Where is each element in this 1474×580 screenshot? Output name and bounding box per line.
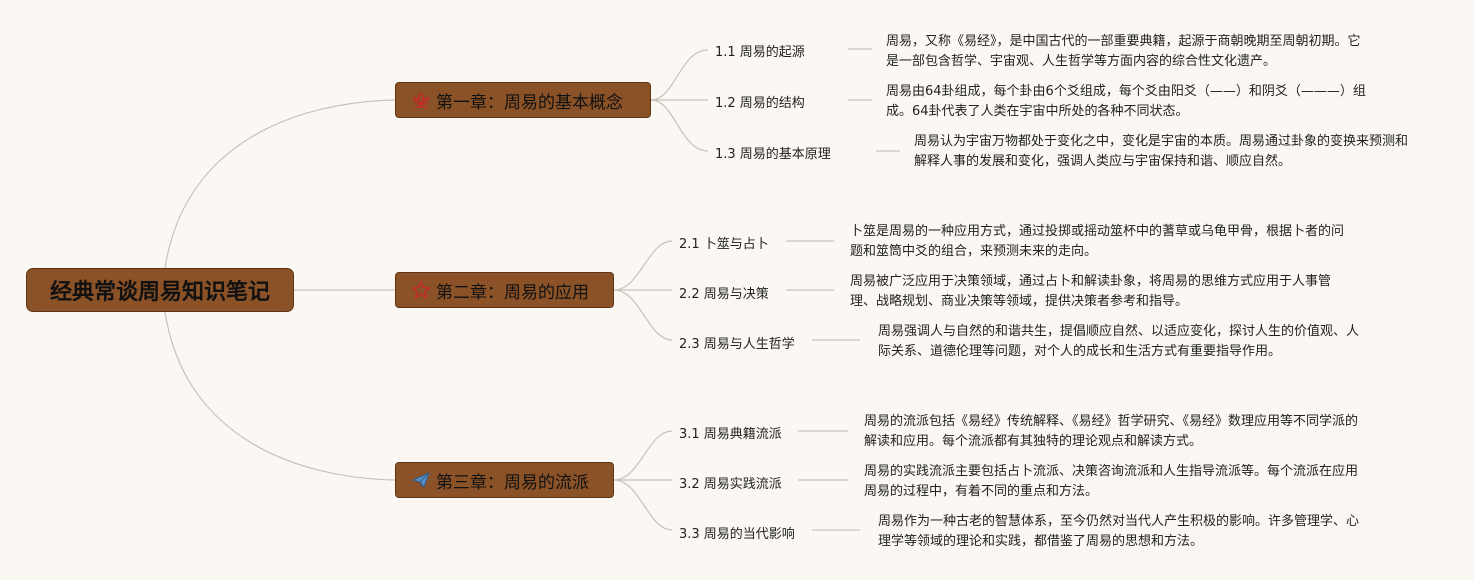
topic-3-1[interactable]: 3.1 周易典籍流派	[679, 427, 782, 442]
topic-1-3[interactable]: 1.3 周易的基本原理	[715, 147, 831, 162]
topic-2-1-description: 卜筮是周易的一种应用方式，通过投掷或摇动筮杯中的蓍草或乌龟甲骨，根据卜者的问题和…	[850, 224, 1345, 259]
topic-2-3-description: 周易强调人与自然的和谐共生，提倡顺应自然、以适应变化，探讨人生的价值观、人际关系…	[878, 324, 1360, 359]
connector-ch3-t3	[613, 479, 673, 531]
topic-1-1[interactable]: 1.1 周易的起源	[715, 45, 805, 60]
chapter-node-2[interactable]: 第二章：周易的应用	[395, 272, 614, 308]
paper-plane-icon	[410, 469, 432, 491]
connector-root-ch1	[164, 99, 396, 269]
topic-3-2-description: 周易的实践流派主要包括占卜流派、决策咨询流派和人生指导流派等。每个流派在应用周易…	[864, 464, 1359, 499]
connector-ch2-t1	[613, 240, 673, 291]
connector-ch1-t1	[650, 49, 709, 101]
topic-1-2[interactable]: 1.2 周易的结构	[715, 96, 805, 111]
chapter-node-3[interactable]: 第三章：周易的流派	[395, 462, 614, 498]
topic-1-1-description: 周易，又称《易经》，是中国古代的一部重要典籍，起源于商朝晚期至周朝初期。它是一部…	[886, 34, 1361, 69]
connector-ch3-t1	[613, 430, 673, 481]
topic-2-2-description: 周易被广泛应用于决策领域，通过占卜和解读卦象，将周易的思维方式应用于人事管理、战…	[850, 274, 1332, 309]
chapter-label: 第三章：周易的流派	[436, 472, 589, 493]
topic-1-2-description: 周易由64卦组成，每个卦由6个爻组成，每个爻由阳爻（——）和阴爻（———）组成。…	[886, 84, 1366, 119]
chapter-node-1[interactable]: 第一章：周易的基本概念	[395, 82, 651, 118]
chapter-label: 第一章：周易的基本概念	[436, 92, 623, 113]
chapter-label: 第二章：周易的应用	[436, 282, 589, 303]
root-node-label: 经典常谈周易知识笔记	[49, 280, 270, 305]
topic-3-3[interactable]: 3.3 周易的当代影响	[679, 527, 795, 542]
topic-1-3-description: 周易认为宇宙万物都处于变化之中，变化是宇宙的本质。周易通过卦象的变换来预测和解释…	[914, 134, 1409, 169]
topic-3-1-description: 周易的流派包括《易经》传统解释、《易经》哲学研究、《易经》数理应用等不同学派的解…	[864, 414, 1359, 449]
connector-root-ch3	[164, 311, 396, 481]
root-node[interactable]: 经典常谈周易知识笔记	[26, 268, 294, 312]
topic-2-1[interactable]: 2.1 卜筮与占卜	[679, 237, 769, 252]
connector-ch1-t3	[650, 99, 709, 152]
connector-ch2-t3	[613, 289, 673, 341]
lotus-icon	[410, 89, 432, 111]
topic-2-3[interactable]: 2.3 周易与人生哲学	[679, 337, 795, 352]
topic-3-3-description: 周易作为一种古老的智慧体系，至今仍然对当代人产生积极的影响。许多管理学、心理学等…	[878, 514, 1360, 549]
topic-2-2[interactable]: 2.2 周易与决策	[679, 287, 769, 302]
star-icon	[410, 279, 432, 301]
topic-3-2[interactable]: 3.2 周易实践流派	[679, 477, 782, 492]
